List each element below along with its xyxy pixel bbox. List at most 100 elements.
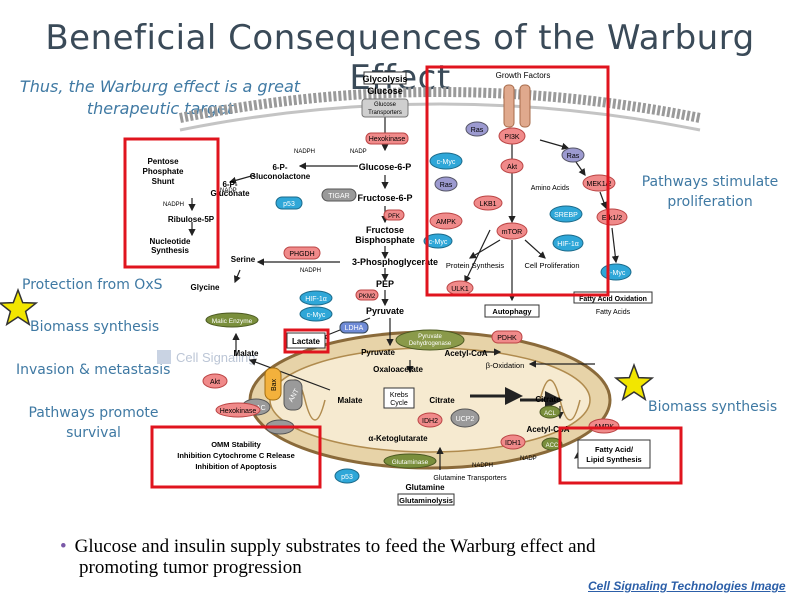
- glycolysis-header-box: [363, 71, 407, 85]
- node-citrate-cyto: Citrate: [535, 395, 561, 404]
- label-growth-factors: Growth Factors: [496, 71, 551, 80]
- node-fructose-bisphosphate-line-1: Fructose: [366, 225, 404, 235]
- protein-akt-left: Akt: [210, 379, 220, 386]
- enzyme-idh2: IDH2: [422, 418, 438, 425]
- node-pyruvate: Pyruvate: [366, 306, 404, 316]
- protein-erk12: Erk1/2: [602, 215, 622, 222]
- fatty-acid-synthesis-line-1: Fatty Acid/: [595, 445, 634, 454]
- bullet-line-2: promoting tumor progression: [79, 557, 302, 578]
- enzyme-pkm2: PKM2: [359, 294, 376, 300]
- label-protection-from-oxs: Protection from OxS: [22, 277, 163, 293]
- protein-mek12: MEK1/2: [587, 181, 612, 188]
- glycolysis-header: Glycolysis: [362, 74, 407, 84]
- label-protein-synthesis: Protein Synthesis: [446, 261, 505, 270]
- star-icon-right: [613, 362, 655, 402]
- protein-tigar: TIGAR: [328, 193, 349, 200]
- protein-ucp2: UCP2: [456, 416, 475, 423]
- protein-srebp: SREBP: [554, 212, 578, 219]
- enzyme-acl: ACL: [544, 411, 556, 417]
- enzyme-malic-enzyme: Malic Enzyme: [212, 318, 253, 325]
- ppp-line-1: Pentose: [147, 157, 179, 166]
- highlight-boxes: [123, 65, 683, 489]
- node-fructose-bisphosphate-line-2: Bisphosphate: [355, 235, 415, 245]
- image-credit-link[interactable]: Cell Signaling Technologies Image: [588, 579, 786, 593]
- label-biomass-synthesis-right: Biomass synthesis: [648, 399, 778, 415]
- subtitle-line-1: Thus, the Warburg effect is a great: [19, 77, 301, 96]
- node-acetyl-coa: Acetyl-CoA: [444, 349, 487, 358]
- cell-membrane: [179, 87, 701, 132]
- protein-cmyc-top: c-Myc: [437, 159, 456, 166]
- label-nadp-idh: NADP: [520, 456, 537, 462]
- node-oxaloacetate: Oxaloacetate: [373, 365, 423, 374]
- node-fatty-acids: Fatty Acids: [596, 309, 631, 316]
- node-gluconate-line-2: Gluconate: [210, 189, 250, 198]
- protein-mtor: mTOR: [502, 229, 522, 236]
- label-pathways-proliferation: Pathways stimulate proliferation: [630, 172, 790, 212]
- node-acetyl-coa-cyto: Acetyl-CoA: [526, 425, 569, 434]
- label-glutamine-transporters: Glutamine Transporters: [433, 475, 507, 482]
- omm-line-1: OMM Stability: [211, 440, 261, 449]
- protein-lkb1: LKB1: [479, 201, 496, 208]
- protein-cmyc-mid: c-Myc: [429, 239, 448, 246]
- label-nadp-ppp-1: NADP: [350, 149, 367, 155]
- node-gluconolactone-line-2: Gluconolactone: [250, 172, 311, 181]
- enzyme-pfk: PFK: [388, 214, 400, 220]
- node-glycine: Glycine: [191, 283, 220, 292]
- highlight-box-lipid: [558, 426, 683, 485]
- glucose-transporters-box: [361, 98, 409, 118]
- label-amino-acids: Amino Acids: [531, 185, 570, 192]
- node-pep: PEP: [376, 279, 394, 289]
- label-cell-proliferation: Cell Proliferation: [524, 261, 579, 270]
- protein-hif1a-right: HIF-1α: [557, 241, 579, 248]
- label-nadph-idh: NADPH: [472, 463, 493, 469]
- bullet-dot: •: [60, 536, 67, 557]
- node-alpha-ketoglutarate: α-Ketoglutarate: [368, 434, 428, 443]
- label-pathways-survival-line-1: Pathways promote: [28, 405, 159, 421]
- label-nadph-ppp-2: NADPH: [163, 202, 184, 208]
- node-glutaminolysis: Glutaminolysis: [399, 496, 453, 505]
- label-invasion-metastasis: Invasion & metastasis: [16, 362, 171, 378]
- protein-ampk: AMPK: [436, 219, 456, 226]
- warburg-pathway-diagram: Cell Signaling: [0, 65, 701, 506]
- bullet-point: • Glucose and insulin supply substrates t…: [60, 536, 760, 578]
- label-nadph-serine: NADPH: [300, 268, 321, 274]
- node-malate-mito: Malate: [338, 396, 363, 405]
- star-icon-left: [0, 287, 39, 327]
- node-serine: Serine: [231, 255, 256, 264]
- label-pathways-survival-line-2: survival: [66, 425, 121, 441]
- node-malate-cyto: Malate: [234, 349, 259, 358]
- node-ribulose-5p: Ribulose-5P: [168, 215, 215, 224]
- omm-line-3: Inhibition of Apoptosis: [195, 462, 276, 471]
- enzyme-ldha: LDHA: [345, 325, 364, 332]
- node-nucleotide-line-1: Nucleotide: [150, 237, 191, 246]
- protein-p53-top: p53: [283, 201, 295, 208]
- protein-bax: Bax: [271, 378, 278, 391]
- protein-ras-1: Ras: [471, 127, 484, 134]
- node-glucose-6p: Glucose-6-P: [359, 162, 412, 172]
- label-beta-oxidation: β-Oxidation: [486, 361, 525, 370]
- label-pathways-survival: Pathways promote survival: [16, 403, 171, 443]
- protein-ulk1: ULK1: [451, 286, 469, 293]
- label-nadp-ppp-2: NADP: [220, 188, 237, 194]
- fatty-acid-synthesis-line-2: Lipid Synthesis: [586, 455, 641, 464]
- pdh-line-1: Pyruvate: [418, 334, 442, 340]
- protein-hif1a-left: HIF-1α: [305, 296, 327, 303]
- protein-p53-bottom: p53: [341, 474, 353, 481]
- highlight-box-apoptosis: [150, 425, 322, 489]
- bullet-line-1: Glucose and insulin supply substrates to…: [74, 536, 596, 557]
- receptor-right: [519, 84, 531, 128]
- enzyme-hexokinase: Hexokinase: [369, 136, 406, 143]
- node-3-phosphoglycerate: 3-Phosphoglycerate: [352, 257, 438, 267]
- ppp-line-3: Shunt: [152, 177, 175, 186]
- receptor-left: [503, 84, 515, 128]
- node-fatty-acid-oxidation: Fatty Acid Oxidation: [579, 296, 647, 303]
- label-biomass-synthesis-left: Biomass synthesis: [30, 319, 160, 335]
- krebs-line-1: Krebs: [390, 392, 409, 399]
- enzyme-acc: ACC: [546, 443, 559, 449]
- glucose-transporters-line-1: Glucose: [374, 102, 397, 108]
- protein-ras-3: Ras: [440, 182, 453, 189]
- node-gluconate-line-1: 6-P-: [222, 180, 237, 189]
- protein-cmyc-left: c-Myc: [307, 312, 326, 319]
- protein-cmyc-right: c-Myc: [607, 270, 626, 277]
- node-glutamine: Glutamine: [405, 483, 445, 492]
